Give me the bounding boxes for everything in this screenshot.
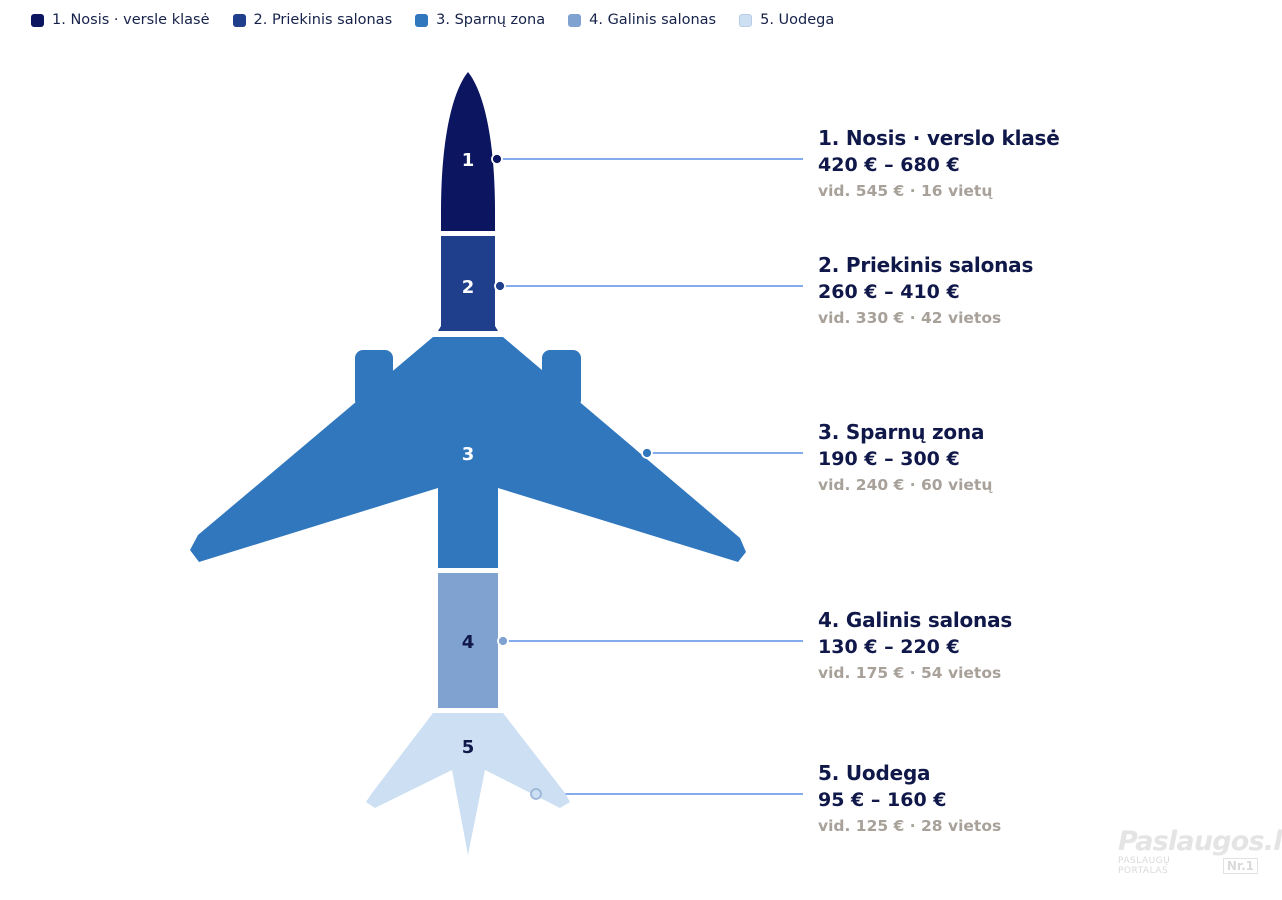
watermark-tagline: PASLAUGŲ PORTALAS — [1118, 856, 1171, 876]
legend-swatch — [31, 13, 44, 27]
leader-lines — [497, 158, 803, 795]
segment-info-4: 4. Galinis salonas 130 € – 220 € vid. 17… — [818, 608, 1012, 682]
segment-info-2: 2. Priekinis salonas 260 € – 410 € vid. … — [818, 253, 1033, 327]
segment-price-range: 420 € – 680 € — [818, 154, 960, 176]
legend-label: 2. Priekinis salonas — [253, 12, 393, 28]
watermark-row: PASLAUGŲ PORTALAS Nr.1 — [1118, 856, 1258, 876]
legend-item-nose[interactable]: 1. Nosis · versle klasė — [31, 12, 210, 28]
legend-item-rear-cabin[interactable]: 4. Galinis salonas — [568, 12, 716, 28]
segment-number-3: 3 — [462, 444, 475, 465]
segment-number-4: 4 — [462, 632, 475, 653]
watermark-badge: Nr.1 — [1222, 858, 1258, 874]
segment-price-range: 95 € – 160 € — [818, 789, 947, 811]
legend-swatch — [568, 13, 582, 27]
segment-price-range: 130 € – 220 € — [818, 636, 960, 658]
segment-title: 4. Galinis salonas — [818, 608, 1013, 632]
segment-title: 2. Priekinis salonas — [818, 253, 1034, 277]
legend-label: 4. Galinis salonas — [589, 12, 717, 28]
segment-price-range: 190 € – 300 € — [818, 448, 960, 470]
segment-info-5: 5. Uodega 95 € – 160 € vid. 125 € · 28 v… — [818, 761, 1001, 835]
anchor-dot-2 — [494, 280, 506, 292]
wing-body — [190, 337, 746, 568]
segment-number-5: 5 — [462, 737, 475, 758]
anchor-dot-5 — [530, 788, 542, 800]
legend-item-front-cabin[interactable]: 2. Priekinis salonas — [232, 12, 393, 28]
segment-wing-zone[interactable] — [190, 337, 746, 568]
segment-number-1: 1 — [462, 150, 475, 171]
segment-meta: vid. 125 € · 28 vietos — [818, 817, 1002, 835]
anchor-dot-4 — [497, 635, 509, 647]
legend-swatch — [232, 13, 246, 27]
segment-meta: vid. 330 € · 42 vietos — [818, 309, 1002, 327]
segment-meta: vid. 545 € · 16 vietų — [818, 182, 993, 200]
anchor-dots — [491, 153, 653, 800]
segment-nose[interactable] — [441, 72, 495, 231]
segment-info-1: 1. Nosis · verslo klasė 420 € – 680 € vi… — [818, 126, 1060, 200]
watermark: Paslaugos.lt PASLAUGŲ PORTALAS Nr.1 — [1118, 826, 1282, 876]
legend: 1. Nosis · versle klasė 2. Priekinis sal… — [31, 12, 857, 28]
segment-meta: vid. 240 € · 60 vietų — [818, 476, 993, 494]
segment-numbers: 1 2 3 4 5 — [462, 150, 475, 758]
segment-price-range: 260 € – 410 € — [818, 281, 960, 303]
segment-info-3: 3. Sparnų zona 190 € – 300 € vid. 240 € … — [818, 420, 992, 494]
anchor-dot-3 — [641, 447, 653, 459]
segment-meta: vid. 175 € · 54 vietos — [818, 664, 1002, 682]
segment-title: 1. Nosis · verslo klasė — [818, 126, 1060, 150]
legend-label: 1. Nosis · versle klasė — [52, 12, 210, 28]
segment-title: 3. Sparnų zona — [818, 420, 985, 444]
legend-swatch — [739, 13, 753, 27]
legend-swatch — [415, 13, 429, 27]
segment-title: 5. Uodega — [818, 761, 931, 785]
watermark-logo: Paslaugos.lt — [1118, 826, 1282, 857]
segment-tail[interactable] — [366, 713, 570, 855]
segment-rear-cabin[interactable] — [438, 573, 498, 708]
segment-number-2: 2 — [462, 277, 475, 298]
legend-item-tail[interactable]: 5. Uodega — [739, 12, 834, 28]
legend-item-wing-zone[interactable]: 3. Sparnų zona — [415, 12, 545, 28]
legend-label: 3. Sparnų zona — [436, 12, 546, 28]
segment-front-cabin[interactable] — [438, 236, 498, 331]
anchor-dot-1 — [491, 153, 503, 165]
legend-label: 5. Uodega — [760, 12, 835, 28]
